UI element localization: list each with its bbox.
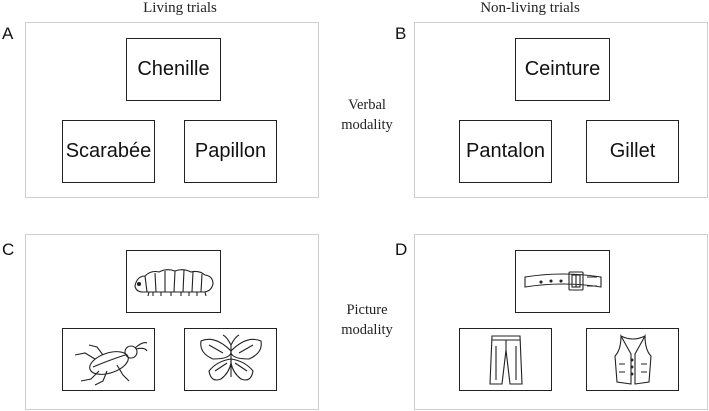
beetle-icon (74, 341, 147, 385)
picture-card-left (62, 328, 155, 391)
panel-letter-d: D (395, 240, 408, 259)
modality-line-2: modality (341, 322, 393, 338)
picture-card-right (586, 328, 679, 391)
word-label: Scarabée (65, 140, 152, 162)
picture-card-left (459, 328, 552, 391)
picture-card-right (184, 328, 277, 391)
verbal-modality-label: Verbal modality (320, 95, 414, 135)
modality-line-1: Verbal (348, 97, 386, 113)
panel-b-verbal-non-living: Ceinture Pantalon Gillet (414, 22, 708, 198)
word-card-left: Scarabée (62, 120, 155, 183)
word-label: Pantalon (466, 140, 545, 162)
panel-letter-a: A (2, 24, 14, 43)
picture-card-top (515, 250, 610, 313)
picture-modality-label: Picture modality (320, 300, 414, 340)
word-card-left: Pantalon (459, 120, 552, 183)
modality-line-1: Picture (346, 302, 388, 318)
picture-card-top (126, 250, 221, 313)
word-label: Papillon (194, 140, 267, 162)
modality-line-2: modality (341, 117, 393, 133)
word-card-right: Gillet (586, 120, 679, 183)
panel-letter-b: B (395, 24, 407, 43)
heading-non-living-trials: Non-living trials (480, 0, 580, 16)
word-card-top: Ceinture (515, 38, 610, 101)
heading-living-trials: Living trials (143, 0, 217, 16)
word-card-right: Papillon (184, 120, 277, 183)
panel-d-picture-non-living (414, 234, 708, 410)
word-card-top: Chenille (126, 38, 221, 101)
panel-c-picture-living (25, 234, 319, 410)
word-label: Chenille (137, 58, 210, 80)
vest-icon (613, 333, 652, 385)
butterfly-icon (199, 334, 262, 381)
caterpillar-icon (133, 268, 214, 296)
panel-letter-c: C (2, 240, 15, 259)
word-label: Ceinture (524, 58, 601, 80)
belt-icon (523, 270, 602, 291)
panel-a-verbal-living: Chenille Scarabée Papillon (25, 22, 319, 198)
trousers-icon (488, 334, 523, 385)
word-label: Gillet (609, 140, 656, 162)
